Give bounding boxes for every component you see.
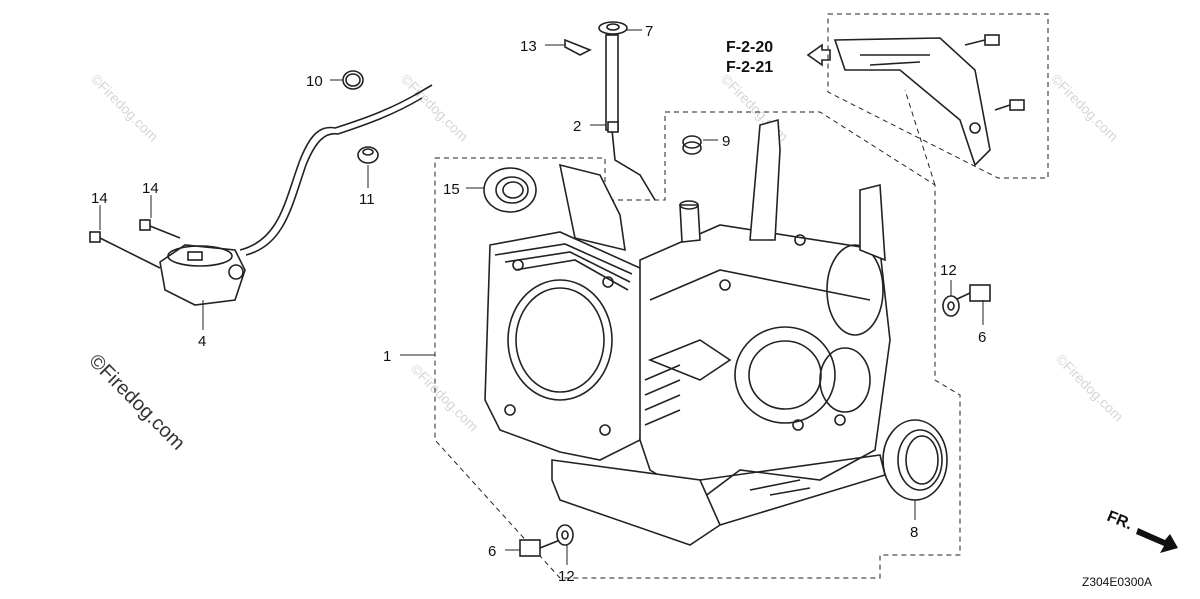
oil-seal <box>882 419 948 501</box>
clip-13 <box>564 38 592 56</box>
callout-10: 10 <box>306 73 323 90</box>
callout-2: 2 <box>573 118 581 135</box>
reference-arrow-icon <box>806 43 831 67</box>
crankcase-group-outline <box>434 111 961 579</box>
front-label: FR. <box>1105 508 1135 533</box>
callout-9: 9 <box>722 133 730 150</box>
bolt-6-right <box>942 284 991 317</box>
washer-7 <box>598 21 628 35</box>
callout-4: 4 <box>198 333 206 350</box>
bolt-6-bottom <box>519 524 574 557</box>
callout-13: 13 <box>520 38 537 55</box>
diagram-code: Z304E0300A <box>1082 575 1152 589</box>
callout-1: 1 <box>383 348 391 365</box>
crankcase-block <box>484 118 891 546</box>
callout-14-left: 14 <box>91 190 108 207</box>
callout-12-right: 12 <box>940 262 957 279</box>
callout-8: 8 <box>910 524 918 541</box>
watermark-large: ©Firedog.com <box>84 350 189 455</box>
callout-6-bottom: 6 <box>488 543 496 560</box>
front-arrow-icon <box>1136 528 1178 553</box>
oil-alert-switch <box>159 84 433 306</box>
watermark-text: ©Firedog.com <box>1053 351 1127 425</box>
inset-leader <box>904 89 936 186</box>
oil-level-gauge <box>605 34 656 201</box>
reference-link-f-2-21[interactable]: F-2-21 <box>726 59 773 76</box>
callout-7: 7 <box>645 23 653 40</box>
watermark-text: ©Firedog.com <box>88 71 162 145</box>
bracket-inset-box <box>827 13 1049 179</box>
watermark-text: ©Firedog.com <box>398 71 472 145</box>
callout-14-right: 14 <box>142 180 159 197</box>
leader-lines <box>99 29 984 565</box>
callout-15: 15 <box>443 181 460 198</box>
watermark-text: ©Firedog.com <box>1048 71 1122 145</box>
callout-12-bottom: 12 <box>558 568 575 585</box>
ball-bearing <box>483 167 537 213</box>
reference-link-f-2-20[interactable]: F-2-20 <box>726 39 773 56</box>
grommet-11 <box>357 146 379 164</box>
callout-11: 11 <box>359 191 375 208</box>
o-ring-10 <box>342 70 364 90</box>
bracket-assembly <box>833 34 1025 167</box>
bolt-14 <box>89 219 181 269</box>
watermark-text: ©Firedog.com <box>408 361 482 435</box>
callouts: 1 2 4 6 6 7 8 9 10 11 12 12 13 14 14 15 <box>91 23 986 585</box>
grommet-9 <box>682 135 702 155</box>
callout-6-right: 6 <box>978 329 986 346</box>
